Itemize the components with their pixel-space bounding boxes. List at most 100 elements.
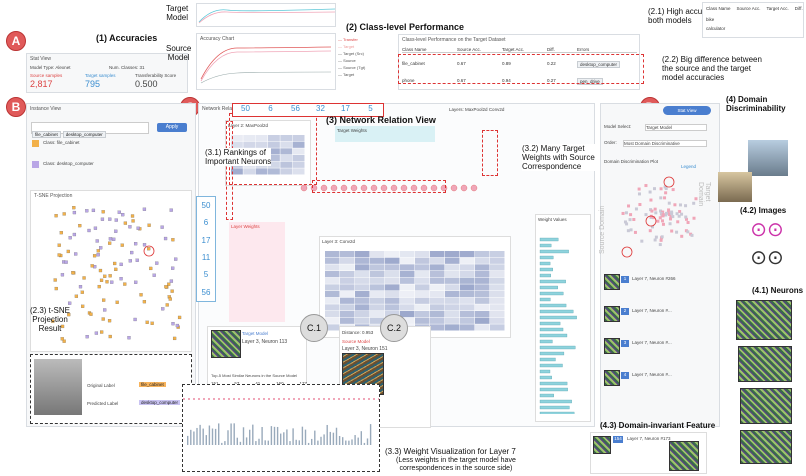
domain-selected-ring: [621, 246, 633, 258]
neuron-item[interactable]: 1 Layer 7, Neuron #266: [604, 274, 716, 292]
source-neuron-label: Layer 3, Neuron 151: [342, 346, 388, 352]
rank-number[interactable]: 6: [203, 218, 209, 228]
annotation-weight-vis-sub: (Less weights in the target model have c…: [396, 457, 516, 472]
similar-id[interactable]: 57: [234, 381, 239, 386]
rank-number[interactable]: 56: [201, 287, 211, 297]
domain-plot[interactable]: [601, 166, 719, 274]
rank-number[interactable]: 56: [291, 104, 300, 113]
tag-desktop-computer[interactable]: desktop_computer: [62, 131, 106, 138]
distance-label: Distance: 0.953: [342, 330, 374, 335]
domain-point: [686, 230, 690, 234]
apply-button[interactable]: Apply: [157, 123, 187, 132]
neuron-item[interactable]: 2 Layer 7, Neuron #...: [604, 306, 716, 324]
pred-value: desktop_computer: [139, 400, 181, 405]
weight-bar: [539, 249, 569, 254]
class-perf-panel: Class-level Performance on the Target Da…: [398, 34, 640, 90]
heatmap-cell: [280, 161, 293, 168]
heatmap-cell: [292, 161, 305, 168]
tsne-point: [108, 274, 112, 278]
heatmap-cell: [355, 311, 370, 318]
target-weights-title: Target Weights: [337, 128, 367, 133]
heatmap-cell: [231, 168, 243, 175]
neuron-dot: [330, 184, 338, 192]
heatmap-cell: [385, 264, 400, 271]
heatmap-cell: [475, 291, 490, 298]
heatmap-cell: [355, 304, 370, 311]
neuron-dots[interactable]: [299, 183, 479, 193]
neuron-dot: [300, 184, 308, 192]
similar-id[interactable]: 177: [299, 381, 307, 386]
heatmap-cell: [400, 257, 415, 264]
rank-number[interactable]: 50: [201, 201, 211, 211]
rank-number[interactable]: 5: [368, 104, 373, 113]
domain-point: [668, 222, 672, 226]
weight-vis-bar: [326, 424, 328, 445]
weight-bar: [539, 291, 564, 296]
heatmap-cell: [445, 271, 460, 278]
tsne-point: [51, 319, 55, 323]
similar-id[interactable]: 160: [276, 381, 284, 386]
heatmap-cell: [325, 251, 340, 258]
table-row[interactable]: phone 0.67 0.94 0.27 pen_drive: [402, 78, 637, 85]
tsne-point: [142, 207, 147, 211]
tsne-panel[interactable]: T-SNE Projection: [30, 190, 192, 352]
heatmap-cell: [445, 304, 460, 311]
order-select[interactable]: Most Domain Discriminative: [623, 140, 707, 147]
rank-number[interactable]: 32: [316, 104, 325, 113]
domain-point: [670, 210, 674, 214]
rank-left-highlight: [226, 121, 233, 220]
domain-point: [684, 204, 688, 208]
tsne-point: [123, 221, 128, 225]
target-acc-value: 795: [85, 79, 101, 89]
tsne-point: [97, 284, 101, 289]
heatmap-cell: [355, 317, 370, 324]
table-row[interactable]: file_cabinet 0.67 0.89 0.22 desktop_comp…: [402, 61, 637, 68]
rank-number[interactable]: 11: [201, 253, 211, 263]
weight-bar: [539, 405, 570, 410]
plot-legend: Legend: [681, 164, 697, 169]
rank-number[interactable]: 50: [241, 104, 250, 113]
domain-invariant-panel[interactable]: 154 Layer 7, Neuron #173: [590, 432, 707, 474]
col-diff: Diff.: [547, 47, 555, 52]
neuron-ranking-row[interactable]: [299, 180, 479, 193]
similar-ids: 151 57 41 160 177: [211, 381, 307, 386]
tsne-scatter[interactable]: [31, 191, 191, 351]
domain-point: [637, 192, 641, 196]
domain-point: [625, 222, 629, 226]
cell: desktop_computer: [577, 61, 637, 68]
weight-vis-bar: [295, 439, 297, 445]
domain-point: [670, 229, 674, 233]
rank-number[interactable]: 17: [341, 104, 350, 113]
rank-number[interactable]: 5: [203, 270, 209, 280]
heatmap-cell: [340, 264, 355, 271]
mini-table-header: Class Name Source Acc. Target Acc. Diff.: [706, 6, 803, 11]
model-select[interactable]: Target Model: [645, 124, 707, 131]
pred-label: Predicted Label: [87, 401, 119, 406]
heatmap-cell: [292, 141, 305, 148]
rank-number[interactable]: 6: [268, 104, 273, 113]
layer3-heatmap[interactable]: Layer 3: Conv2d: [319, 236, 511, 338]
heatmap-cell: [460, 264, 475, 271]
weight-vis-bar: [292, 428, 294, 445]
weight-vis-bar: [335, 427, 338, 445]
heatmap-cell: [460, 324, 475, 331]
neuron-item[interactable]: 4 Layer 7, Neuron #...: [604, 370, 716, 388]
error-tag[interactable]: pen_drive: [577, 78, 603, 85]
neuron-dot: [380, 184, 388, 192]
annotation-big-diff: (2.2) Big difference between the source …: [662, 55, 762, 82]
heatmap-cell: [460, 297, 475, 304]
rank-number[interactable]: 17: [201, 235, 211, 245]
heatmap-cell: [490, 317, 505, 324]
stat-view-toggle[interactable]: Stat View: [663, 106, 711, 115]
heatmap-cell: [340, 257, 355, 264]
similar-id[interactable]: 41: [255, 381, 260, 386]
domain-point: [661, 210, 665, 214]
neuron-item[interactable]: 3 Layer 7, Neuron #...: [604, 338, 716, 356]
layer-select[interactable]: Layers: MaxPool2d Conv2d: [449, 107, 504, 112]
heatmap-cell: [490, 324, 505, 331]
error-tag[interactable]: desktop_computer: [577, 61, 621, 68]
tag-file-cabinet[interactable]: file_cabinet: [32, 131, 61, 138]
heatmap-cell: [490, 311, 505, 318]
similar-id[interactable]: 151: [211, 381, 219, 386]
